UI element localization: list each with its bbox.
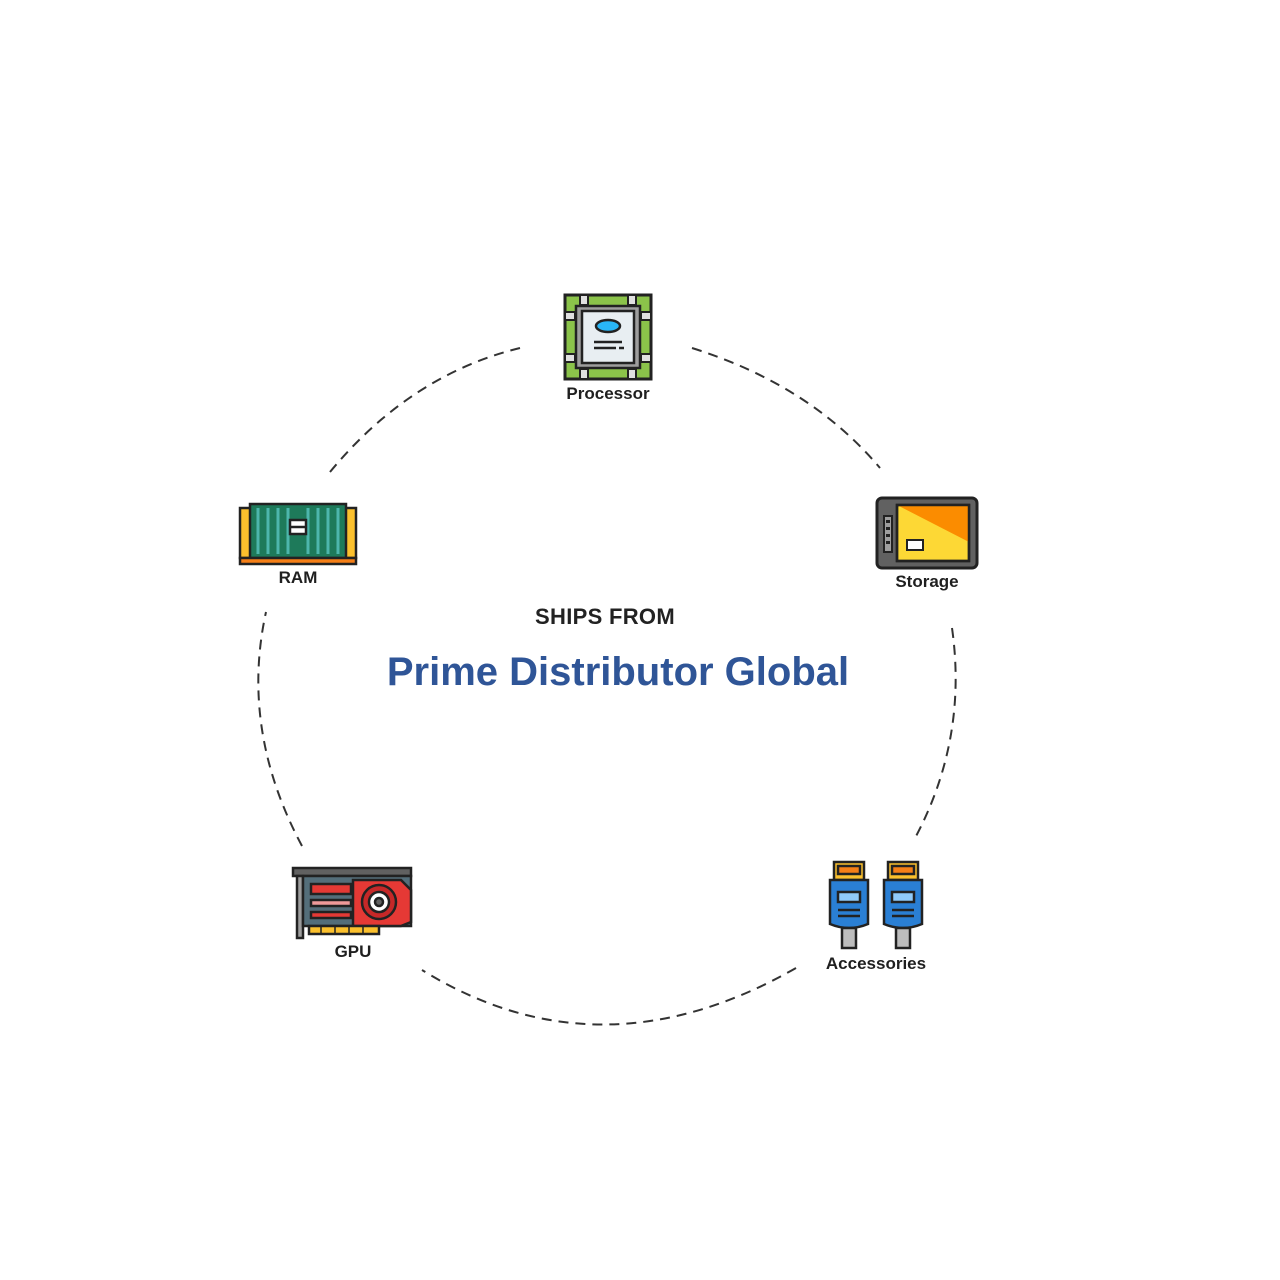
ram-module-icon: [238, 502, 358, 566]
node-label-accessories: Accessories: [825, 954, 927, 973]
processor-chip-icon: [563, 293, 653, 381]
ssd-storage-icon: [875, 496, 979, 570]
node-processor: Processor: [558, 292, 658, 404]
node-label-processor: Processor: [566, 384, 650, 403]
node-label-storage: Storage: [895, 572, 959, 591]
ring-segment-processor-storage: [691, 347, 881, 469]
ring-segment-storage-accessories: [913, 627, 957, 841]
center-title: Prime Distributor Global: [386, 650, 850, 694]
node-label-gpu: GPU: [334, 942, 372, 961]
ring-segment-accessories-gpu: [421, 967, 797, 1026]
graphics-card-icon: [291, 866, 413, 940]
ring-segment-ram-processor: [329, 347, 521, 473]
center-subtitle: SHIPS FROM: [535, 604, 675, 629]
node-gpu: GPU: [290, 866, 416, 962]
node-accessories: Accessories: [820, 858, 932, 974]
node-ram: RAM: [236, 500, 360, 588]
hdmi-cable-icon: [828, 860, 924, 950]
ring-segment-gpu-ram: [257, 611, 303, 847]
node-storage: Storage: [872, 496, 982, 592]
node-label-ram: RAM: [278, 568, 318, 587]
